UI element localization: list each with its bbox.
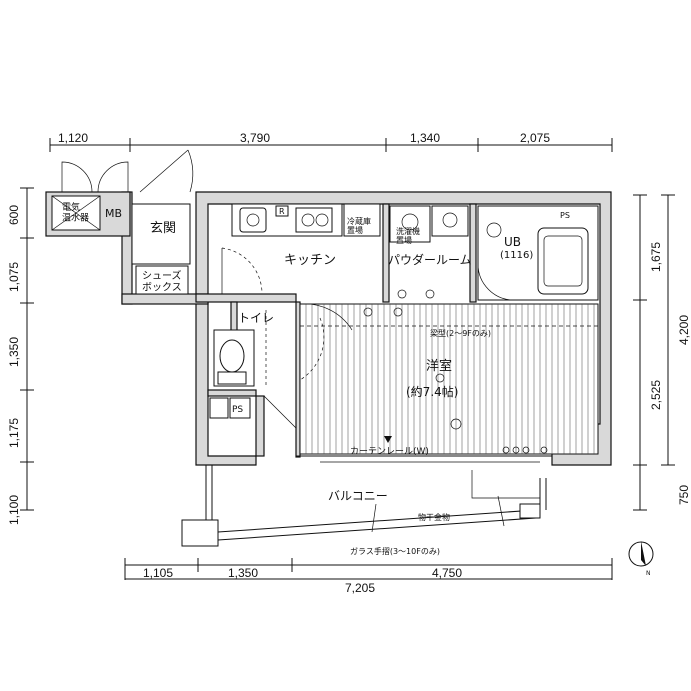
kitchen-label: キッチン bbox=[284, 253, 336, 268]
drying-hardware-label: 物干金物 bbox=[418, 512, 450, 522]
dim-top-2: 3,790 bbox=[240, 131, 270, 145]
floor-stripes bbox=[305, 304, 595, 454]
dim-left-4: 1,175 bbox=[7, 418, 21, 448]
dim-left-1: 600 bbox=[7, 205, 21, 225]
north-label: N bbox=[646, 570, 651, 577]
dim-top-3: 1,340 bbox=[410, 131, 440, 145]
ub-label: UB bbox=[504, 235, 521, 249]
balcony-label: バルコニー bbox=[328, 489, 388, 503]
curtain-rail: カーテンレール(W) bbox=[296, 436, 552, 463]
mb-label: MB bbox=[105, 207, 122, 220]
curtain-rail-label: カーテンレール(W) bbox=[350, 446, 429, 457]
dim-left-3: 1,350 bbox=[7, 337, 21, 367]
north-arrow-icon: N bbox=[628, 541, 654, 577]
toilet[interactable]: トイレ PS bbox=[209, 310, 297, 429]
bottom-dimension-line: 1,105 1,350 4,750 7,205 bbox=[124, 558, 613, 595]
western-room[interactable]: 梁型(2～9Fのみ) 洋室 (約7.4帖) bbox=[299, 303, 599, 455]
shoe-box-label: シューズボックス bbox=[142, 269, 182, 294]
western-size-label: (約7.4帖) bbox=[406, 384, 458, 399]
dim-left-2: 1,075 bbox=[7, 262, 21, 292]
dim-right-2: 2,525 bbox=[649, 380, 663, 410]
fridge-label: 冷蔵庫置場 bbox=[347, 216, 371, 235]
top-dimension-line: 1,120 3,790 1,340 2,075 bbox=[49, 131, 613, 152]
unit-bath[interactable]: PS UB (1116) bbox=[477, 205, 599, 301]
beam-annotation: 梁型(2～9Fのみ) bbox=[430, 329, 491, 338]
toilet-label: トイレ bbox=[238, 311, 274, 325]
dim-bottom-total: 7,205 bbox=[345, 581, 375, 595]
ps-top-label: PS bbox=[560, 211, 570, 220]
kitchen[interactable]: R 冷蔵庫置場 キッチン bbox=[221, 203, 381, 295]
entrance-label: 玄関 bbox=[150, 221, 176, 236]
heater-doors bbox=[61, 161, 129, 193]
glass-railing-label: ガラス手摺(3～10Fのみ) bbox=[350, 546, 440, 556]
entrance[interactable]: 玄関 シューズボックス bbox=[131, 149, 194, 295]
powder-room-label: パウダールーム bbox=[388, 252, 472, 267]
dim-left-5: 1,100 bbox=[7, 495, 21, 525]
ub-size-label: (1116) bbox=[500, 250, 533, 261]
dim-right-3: 750 bbox=[677, 485, 691, 505]
powder-room[interactable]: 洗濯機置場 パウダールーム bbox=[388, 205, 472, 299]
dim-right-total: 4,200 bbox=[677, 315, 691, 345]
left-dimension-line: 600 1,075 1,350 1,175 1,100 bbox=[7, 187, 34, 525]
heater-label: 電気温水器 bbox=[62, 201, 89, 223]
right-dimension-line: 1,675 2,525 750 4,200 bbox=[633, 194, 691, 511]
western-room-label: 洋室 bbox=[426, 358, 452, 374]
balcony: バルコニー 物干金物 ガラス手摺(3～10Fのみ) bbox=[181, 465, 547, 556]
dim-bottom-2: 1,350 bbox=[228, 566, 258, 580]
dim-right-1: 1,675 bbox=[649, 242, 663, 272]
water-heater: 電気温水器 MB bbox=[51, 195, 122, 231]
washer-label: 洗濯機置場 bbox=[396, 226, 420, 245]
dim-bottom-1: 1,105 bbox=[143, 566, 173, 580]
dim-bottom-3: 4,750 bbox=[432, 566, 462, 580]
dim-top-4: 2,075 bbox=[520, 131, 550, 145]
r-mark: R bbox=[279, 207, 285, 216]
ps-small-label: PS bbox=[232, 405, 243, 415]
dim-top-1: 1,120 bbox=[58, 131, 88, 145]
